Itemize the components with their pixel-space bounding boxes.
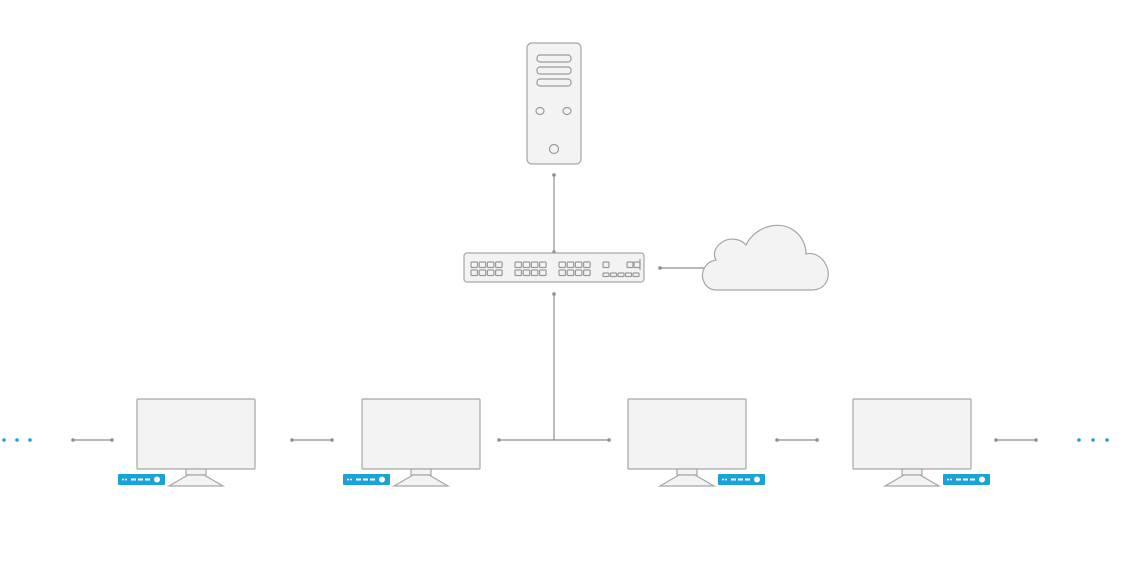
switch-port-icon (522, 261, 531, 269)
continuation-left-icon (2, 438, 32, 442)
switch-port-icon (574, 261, 583, 269)
switch-port-icon (582, 261, 591, 269)
switch-port-icon (566, 261, 575, 269)
continuation-right-icon (1077, 438, 1109, 442)
link-workstation-3-4 (775, 438, 819, 442)
switch-port-icon (558, 269, 567, 277)
thin-client-icon (943, 474, 990, 485)
link-edge-right (994, 438, 1038, 442)
thin-client-icon (343, 474, 390, 485)
switch-port-icon (530, 261, 539, 269)
switch-port-icon (530, 269, 539, 277)
switch-port-icon (538, 269, 547, 277)
sfp-port-icon (602, 272, 610, 278)
switch-port-icon (470, 261, 479, 269)
monitor-icon (627, 398, 747, 487)
link-server-switch (552, 173, 556, 254)
link-switch-cloud (658, 266, 704, 270)
monitor-icon (136, 398, 256, 487)
link-workstation-1-2 (290, 438, 334, 442)
switch-port-icon (574, 269, 583, 277)
network-switch-icon (463, 252, 645, 283)
server-tower-icon (526, 42, 582, 165)
switch-port-icon (470, 269, 479, 277)
link-edge-left (71, 438, 114, 442)
workstation-2 (343, 398, 481, 487)
sfp-port-icon (624, 272, 633, 278)
workstation-4 (852, 398, 990, 487)
thin-client-icon (718, 474, 765, 485)
switch-port-icon (514, 269, 523, 277)
thin-client-icon (118, 474, 165, 485)
switch-port-icon (486, 261, 495, 269)
switch-port-icon (478, 261, 487, 269)
cloud-icon (701, 224, 829, 291)
switch-port-icon (566, 269, 575, 277)
uplink-port-icon (626, 261, 634, 269)
workstation-3 (627, 398, 765, 487)
monitor-icon (361, 398, 481, 487)
sfp-port-icon (632, 272, 640, 278)
sfp-port-icon (617, 272, 625, 278)
link-switch-bus (497, 292, 611, 442)
switch-port-icon (495, 261, 503, 269)
switch-port-icon (514, 261, 523, 269)
switch-port-icon (486, 269, 495, 277)
workstation-1 (118, 398, 256, 487)
uplink-port-icon (602, 261, 610, 269)
switch-port-icon (522, 269, 531, 277)
monitor-icon (852, 398, 972, 487)
switch-port-icon (538, 261, 547, 269)
switch-port-icon (478, 269, 487, 277)
switch-port-icon (558, 261, 567, 269)
sfp-port-icon (609, 272, 618, 278)
switch-port-icon (582, 269, 591, 277)
switch-port-icon (495, 269, 503, 277)
